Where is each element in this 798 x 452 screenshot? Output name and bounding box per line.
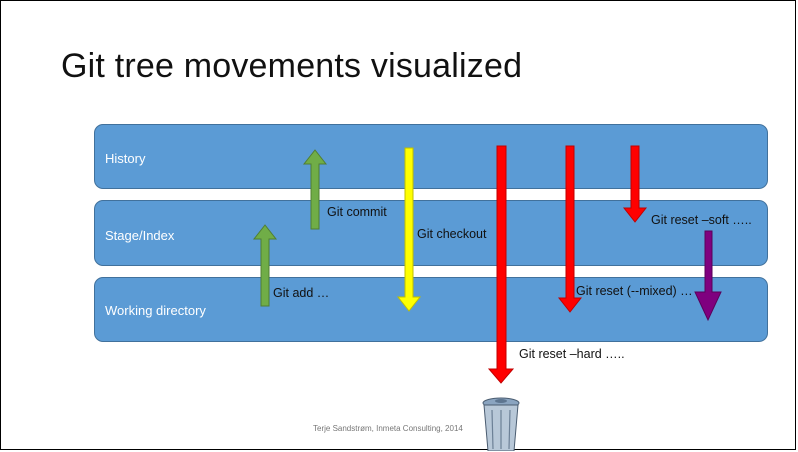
git-reset-hard-label: Git reset –hard ….. [519, 347, 625, 361]
stage-index-band: Stage/Index [94, 200, 768, 266]
git-reset-mixed-label: Git reset (--mixed) … [576, 284, 693, 298]
git-add-label: Git add … [273, 286, 330, 300]
git-reset-mixed-arrow [557, 145, 583, 313]
history-band: History [94, 124, 768, 189]
git-reset-hard-arrow [487, 145, 515, 384]
git-commit-label: Git commit [327, 205, 387, 219]
purple-arrow [694, 230, 722, 322]
git-checkout-label: Git checkout [417, 227, 487, 241]
slide-title: Git tree movements visualized [61, 47, 523, 85]
git-reset-soft-label: Git reset –soft ….. [651, 213, 752, 227]
working-directory-label: Working directory [105, 303, 206, 318]
trash-can-icon [482, 397, 520, 451]
working-directory-band: Working directory [94, 277, 768, 342]
git-add-arrow [252, 224, 278, 307]
git-checkout-arrow [396, 147, 422, 312]
git-commit-arrow [302, 149, 328, 230]
footer-credit: Terje Sandstrøm, Inmeta Consulting, 2014 [313, 424, 463, 433]
history-label: History [105, 151, 146, 166]
stage-index-label: Stage/Index [105, 228, 175, 243]
git-reset-soft-arrow [622, 145, 648, 223]
